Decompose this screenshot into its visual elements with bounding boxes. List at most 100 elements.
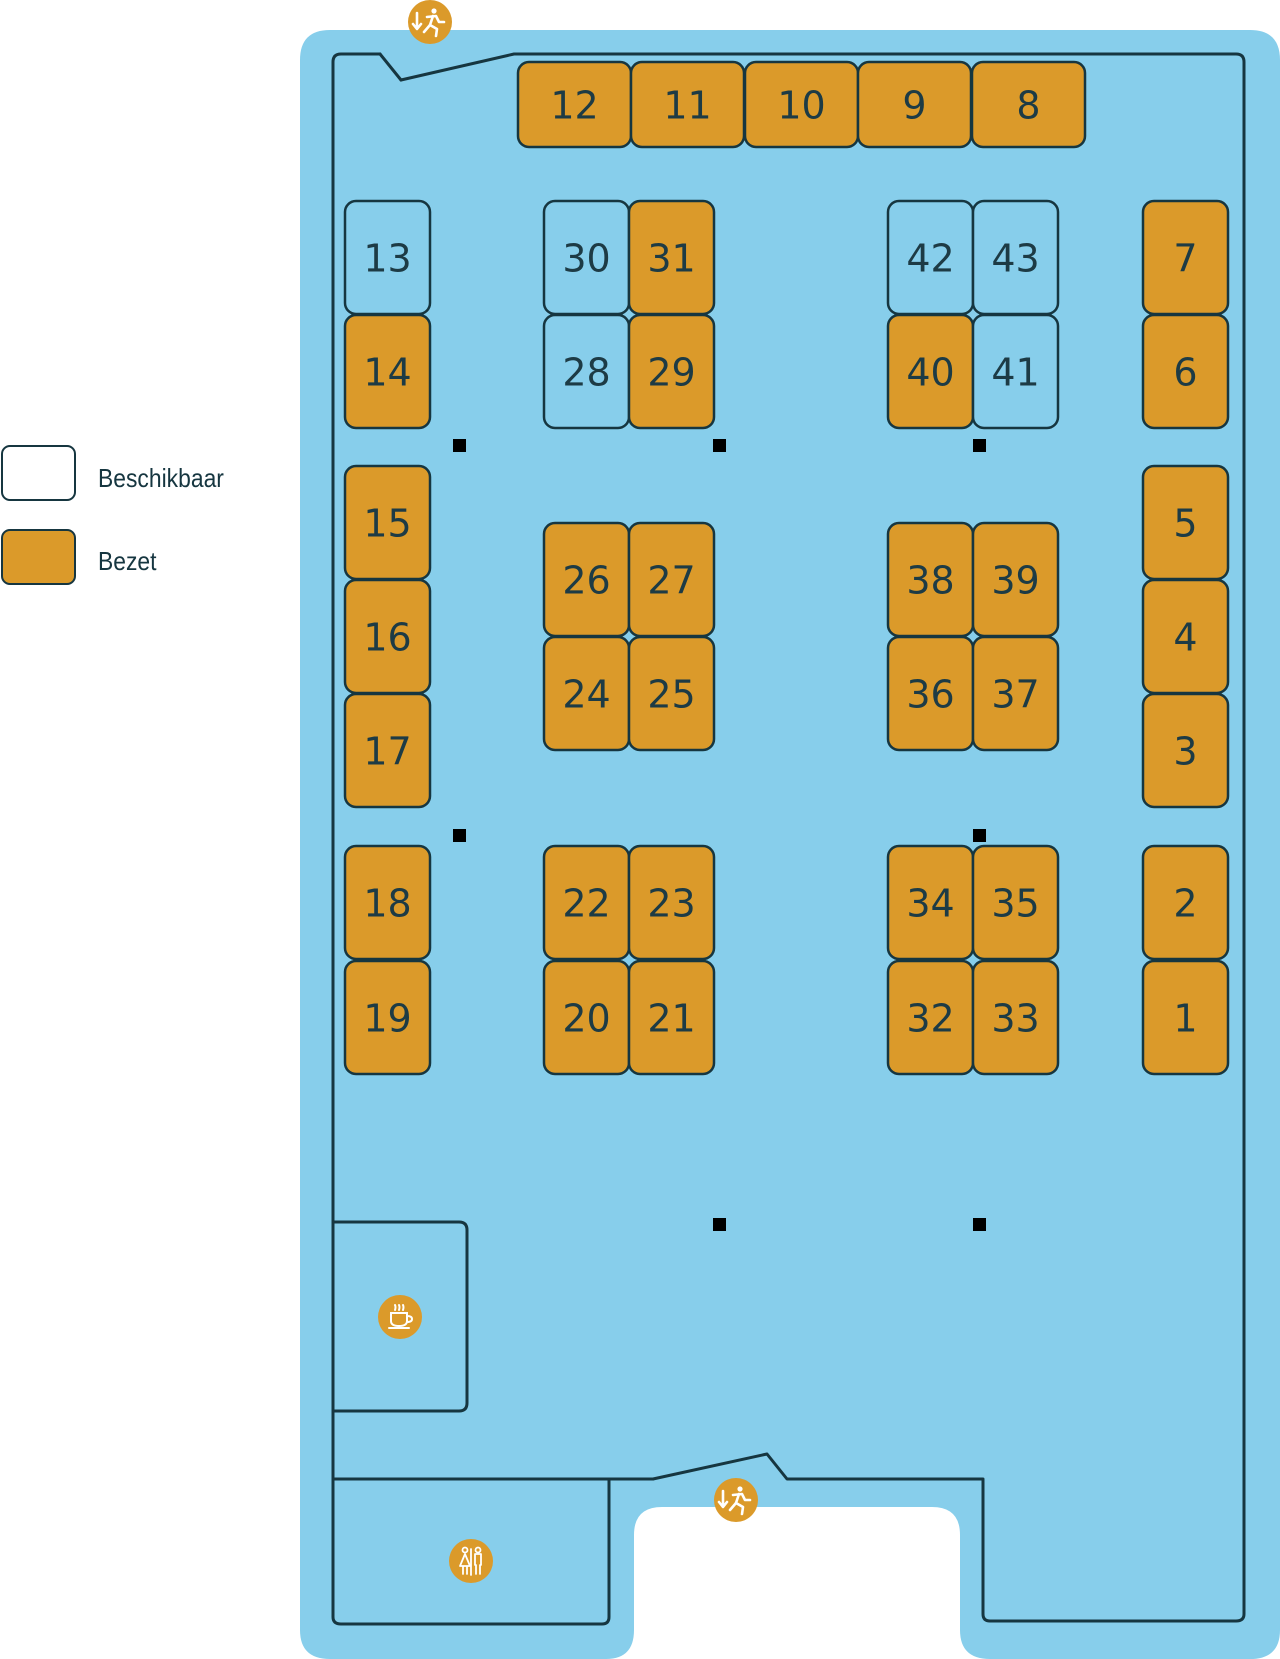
legend-occupied-swatch	[1, 529, 76, 585]
seat-number: 34	[906, 882, 954, 926]
seat-34[interactable]: 34	[886, 844, 975, 961]
seat-17[interactable]: 17	[343, 692, 432, 809]
seat-10[interactable]: 10	[743, 60, 860, 149]
seat-24[interactable]: 24	[542, 635, 631, 752]
seat-27[interactable]: 27	[627, 521, 716, 638]
seat-box	[627, 959, 716, 1076]
seat-number: 17	[363, 730, 411, 774]
seat-number: 30	[562, 237, 610, 281]
seat-number: 31	[647, 237, 695, 281]
seat-number: 9	[902, 84, 926, 128]
seat-29[interactable]: 29	[627, 313, 716, 430]
emergency-exit-icon	[408, 0, 452, 44]
seat-box	[1141, 844, 1230, 961]
emergency-exit-icon	[714, 1478, 758, 1522]
seat-13[interactable]: 13	[343, 199, 432, 316]
seat-16[interactable]: 16	[343, 578, 432, 695]
seat-2[interactable]: 2	[1141, 844, 1230, 961]
seat-number: 7	[1173, 237, 1197, 281]
seat-number: 20	[562, 997, 610, 1041]
seat-number: 16	[363, 616, 411, 660]
seat-40[interactable]: 40	[886, 313, 975, 430]
seat-31[interactable]: 31	[627, 199, 716, 316]
seat-23[interactable]: 23	[627, 844, 716, 961]
seat-3[interactable]: 3	[1141, 692, 1230, 809]
seat-number: 43	[991, 237, 1039, 281]
seat-number: 5	[1173, 502, 1197, 546]
seat-7[interactable]: 7	[1141, 199, 1230, 316]
seat-21[interactable]: 21	[627, 959, 716, 1076]
seat-number: 35	[991, 882, 1039, 926]
seat-4[interactable]: 4	[1141, 578, 1230, 695]
seat-15[interactable]: 15	[343, 464, 432, 581]
seat-11[interactable]: 11	[629, 60, 746, 149]
seat-number: 27	[647, 559, 695, 603]
seat-number: 2	[1173, 882, 1197, 926]
seat-9[interactable]: 9	[856, 60, 973, 149]
seat-12[interactable]: 12	[516, 60, 633, 149]
seat-25[interactable]: 25	[627, 635, 716, 752]
seat-1[interactable]: 1	[1141, 959, 1230, 1076]
seat-number: 40	[906, 351, 954, 395]
seat-41[interactable]: 41	[971, 313, 1060, 430]
floor-area	[300, 30, 1280, 1659]
seat-8[interactable]: 8	[970, 60, 1087, 149]
seat-42[interactable]: 42	[886, 199, 975, 316]
seat-22[interactable]: 22	[542, 844, 631, 961]
seat-number: 15	[363, 502, 411, 546]
restroom-icon	[449, 1539, 493, 1583]
seat-28[interactable]: 28	[542, 313, 631, 430]
pillar	[453, 439, 466, 452]
seat-32[interactable]: 32	[886, 959, 975, 1076]
seat-26[interactable]: 26	[542, 521, 631, 638]
seat-43[interactable]: 43	[971, 199, 1060, 316]
seat-number: 33	[991, 997, 1039, 1041]
seat-39[interactable]: 39	[971, 521, 1060, 638]
seat-number: 26	[562, 559, 610, 603]
seat-box	[343, 959, 432, 1076]
seat-box	[971, 844, 1060, 961]
seat-number: 36	[906, 673, 954, 717]
seat-19[interactable]: 19	[343, 959, 432, 1076]
seat-box	[627, 635, 716, 752]
legend-available-label: Beschikbaar	[98, 463, 224, 493]
legend-occupied-label: Bezet	[98, 546, 157, 576]
seat-36[interactable]: 36	[886, 635, 975, 752]
seat-35[interactable]: 35	[971, 844, 1060, 961]
seat-20[interactable]: 20	[542, 959, 631, 1076]
seat-number: 14	[363, 351, 411, 395]
pillar	[973, 1218, 986, 1231]
seat-box	[970, 60, 1087, 149]
seat-30[interactable]: 30	[542, 199, 631, 316]
seat-box	[627, 844, 716, 961]
pillar	[713, 439, 726, 452]
seat-5[interactable]: 5	[1141, 464, 1230, 581]
seat-38[interactable]: 38	[886, 521, 975, 638]
seat-number: 39	[991, 559, 1039, 603]
seat-box	[971, 959, 1060, 1076]
seat-6[interactable]: 6	[1141, 313, 1230, 430]
seat-number: 24	[562, 673, 610, 717]
seat-18[interactable]: 18	[343, 844, 432, 961]
seat-number: 32	[906, 997, 954, 1041]
seat-box	[1141, 692, 1230, 809]
seat-37[interactable]: 37	[971, 635, 1060, 752]
seat-number: 19	[363, 997, 411, 1041]
seat-number: 10	[777, 84, 825, 128]
seat-box	[343, 844, 432, 961]
pillars	[453, 439, 986, 1231]
seat-number: 22	[562, 882, 610, 926]
seat-33[interactable]: 33	[971, 959, 1060, 1076]
seat-number: 1	[1173, 997, 1197, 1041]
seat-number: 37	[991, 673, 1039, 717]
pillar	[973, 439, 986, 452]
seat-number: 8	[1016, 84, 1040, 128]
seat-box	[627, 313, 716, 430]
seat-number: 3	[1173, 730, 1197, 774]
seat-number: 13	[363, 237, 411, 281]
pillar	[973, 829, 986, 842]
seat-box	[1141, 313, 1230, 430]
seat-14[interactable]: 14	[343, 313, 432, 430]
